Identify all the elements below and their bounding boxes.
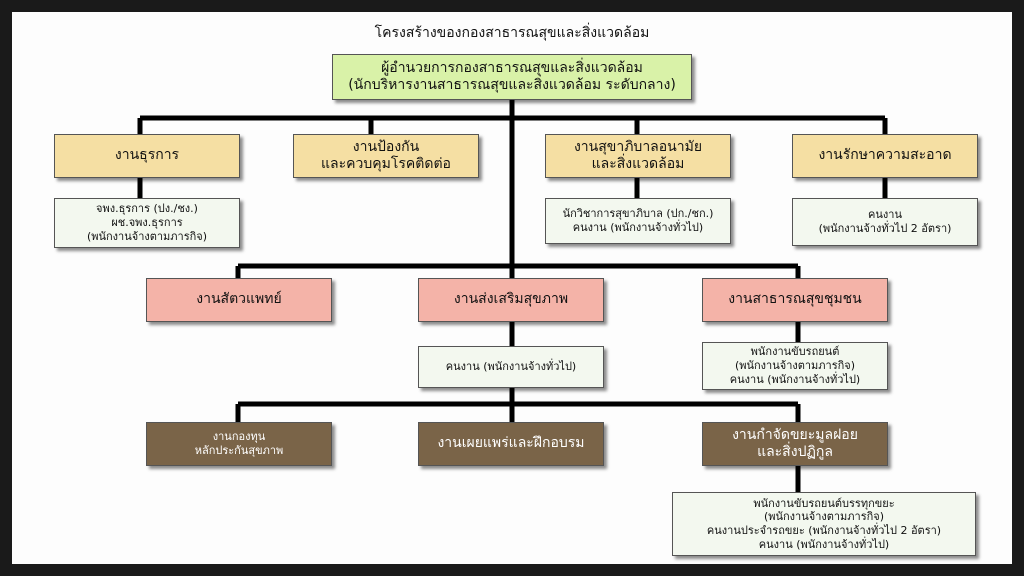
admin-section-box: งานธุรการ	[54, 134, 240, 178]
training-box: งานเผยแพร่และฝึกอบรม	[418, 422, 604, 466]
director-box: ผู้อำนวยการกองสาธารณสุขและสิ่งแวดล้อม (น…	[332, 54, 692, 100]
health-fund-box: งานกองทุน หลักประกันสุขภาพ	[146, 422, 332, 466]
disease-control-box: งานป้องกัน และควบคุมโรคติดต่อ	[293, 134, 479, 178]
cleaning-staff-box: คนงาน (พนักงานจ้างทั่วไป 2 อัตรา)	[792, 198, 978, 246]
waste-disposal-box: งานกำจัดขยะมูลฝอย และสิ่งปฏิกูล	[702, 422, 888, 466]
sanitation-staff-box: นักวิชาการสุขาภิบาล (ปก./ชก.) คนงาน (พนั…	[545, 198, 731, 244]
community-health-box: งานสาธารณสุขชุมชน	[702, 278, 888, 322]
health-promotion-staff-box: คนงาน (พนักงานจ้างทั่วไป)	[418, 346, 604, 388]
community-health-staff-box: พนักงานขับรถยนต์ (พนักงานจ้างตามภารกิจ) …	[702, 342, 888, 390]
health-promotion-box: งานส่งเสริมสุขภาพ	[418, 278, 604, 322]
sanitation-box: งานสุขาภิบาลอนามัย และสิ่งแวดล้อม	[545, 134, 731, 178]
veterinary-box: งานสัตวแพทย์	[146, 278, 332, 322]
waste-disposal-staff-box: พนักงานขับรถยนต์บรรทุกขยะ (พนักงานจ้างตา…	[672, 492, 976, 556]
cleaning-box: งานรักษาความสะอาด	[792, 134, 978, 178]
chart-title: โครงสร้างของกองสาธารณสุขและสิ่งแวดล้อม	[374, 25, 650, 41]
admin-staff-box: จพง.ธุรการ (ปง./ชง.) ผช.จพง.ธุรการ (พนัก…	[54, 198, 240, 248]
